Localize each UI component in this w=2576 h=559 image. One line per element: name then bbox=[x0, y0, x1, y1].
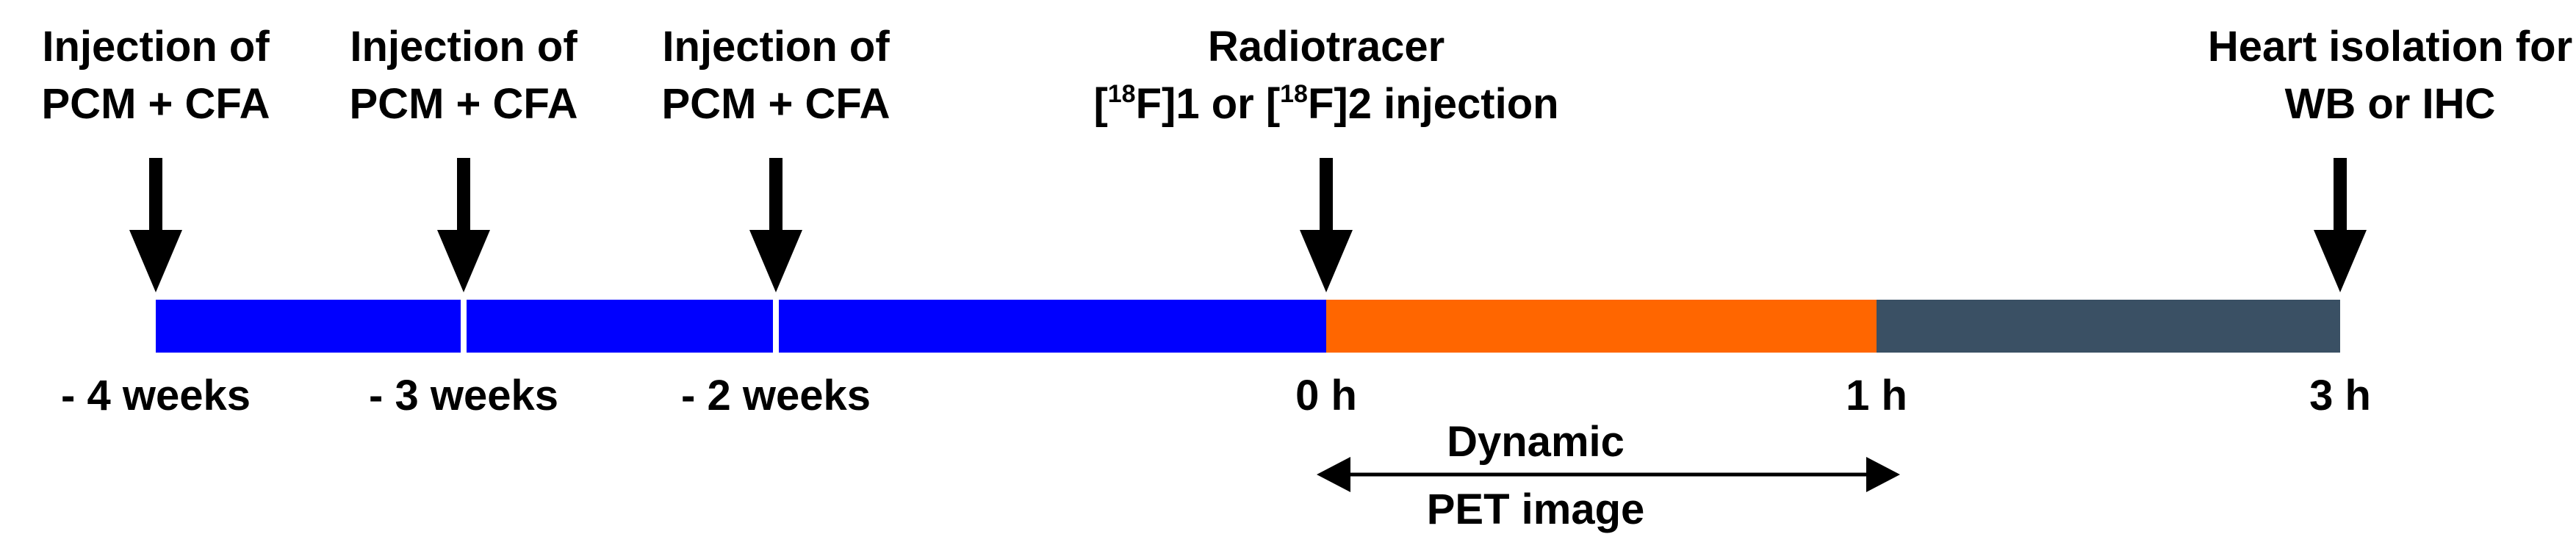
event-label-heart-isolation: Heart isolation for WB or IHC bbox=[2208, 18, 2572, 133]
event-label-1: Injection of PCM + CFA bbox=[42, 18, 270, 133]
event-2-line2: PCM + CFA bbox=[349, 80, 578, 128]
timeline-divider-1 bbox=[461, 300, 467, 353]
down-arrow-4 bbox=[1300, 158, 1353, 292]
down-arrow-5 bbox=[2314, 158, 2367, 292]
event-5-line2: WB or IHC bbox=[2284, 80, 2496, 128]
down-arrow-2 bbox=[437, 158, 490, 292]
event-5-line1: Heart isolation for bbox=[2207, 23, 2573, 71]
timeline-segment-pre bbox=[156, 300, 1326, 353]
tick-minus-4-weeks: - 4 weeks bbox=[61, 372, 251, 419]
arrow-head-left bbox=[1317, 457, 1350, 492]
event-label-radiotracer: Radiotracer [18F]1 or [18F]2 injection bbox=[1093, 18, 1558, 133]
tick-3h: 3 h bbox=[2309, 372, 2371, 419]
arrow-head-right bbox=[1866, 457, 1900, 492]
event-label-2: Injection of PCM + CFA bbox=[350, 18, 578, 133]
span-label-line1: Dynamic bbox=[1447, 418, 1625, 466]
down-arrow-3 bbox=[749, 158, 802, 292]
tick-minus-2-weeks: - 2 weeks bbox=[681, 372, 871, 419]
event-2-line1: Injection of bbox=[350, 23, 578, 71]
event-3-line2: PCM + CFA bbox=[661, 80, 891, 128]
timeline-segment-pet bbox=[1326, 300, 1877, 353]
event-1-line2: PCM + CFA bbox=[41, 80, 270, 128]
down-arrow-1 bbox=[129, 158, 182, 292]
event-label-3: Injection of PCM + CFA bbox=[662, 18, 891, 133]
event-1-line1: Injection of bbox=[42, 23, 270, 71]
tick-0h: 0 h bbox=[1295, 372, 1357, 419]
timeline-divider-2 bbox=[773, 300, 779, 353]
timeline-segment-post bbox=[1877, 300, 2340, 353]
event-3-line1: Injection of bbox=[662, 23, 890, 71]
event-4-line2: [18F]1 or [18F]2 injection bbox=[1093, 80, 1559, 128]
tick-1h: 1 h bbox=[1846, 372, 1907, 419]
span-label-line2: PET image bbox=[1426, 486, 1645, 533]
tick-minus-3-weeks: - 3 weeks bbox=[369, 372, 558, 419]
event-4-line1: Radiotracer bbox=[1207, 23, 1445, 71]
